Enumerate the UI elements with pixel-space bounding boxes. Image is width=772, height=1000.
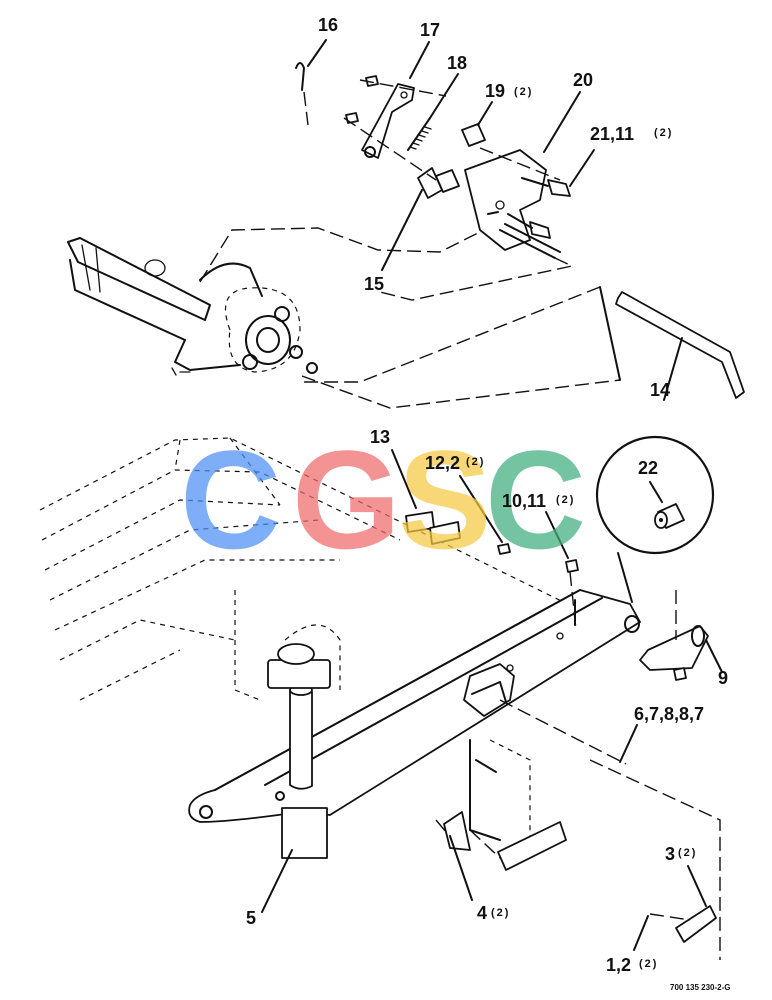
shaft-14	[615, 291, 745, 399]
callout-1-2-qty: (2)	[639, 958, 658, 970]
leader-lines	[261, 39, 723, 951]
pivot-block	[463, 663, 515, 717]
watermark-letter-s: S	[398, 421, 491, 578]
callout-10-11: 10,11	[502, 491, 546, 511]
drawing-reference-number: 700 135 230-2-G	[670, 983, 731, 992]
callout-21-11-qty: (2)	[654, 127, 673, 139]
clip-3	[675, 905, 717, 943]
spring-18	[407, 117, 432, 151]
callout-12-2-qty: (2)	[466, 456, 485, 468]
callout-4-qty: (2)	[491, 907, 510, 919]
callout-15: 15	[364, 274, 384, 294]
callout-3: 3	[665, 844, 675, 864]
bracket-4	[443, 811, 567, 871]
callout-21-11: 21,11	[590, 124, 634, 144]
bottom-assembly	[39, 435, 721, 960]
pin-15	[417, 167, 443, 199]
callout-5: 5	[246, 908, 256, 928]
callout-6-7-8-8-7: 6,7,8,8,7	[634, 704, 704, 724]
plates-13	[405, 511, 461, 545]
swing-arm-5	[188, 589, 641, 859]
callout-19: 19	[485, 81, 505, 101]
callout-9: 9	[718, 668, 728, 688]
callout-14: 14	[650, 380, 670, 400]
bracket-9	[639, 625, 709, 681]
cotter-pin-16	[295, 62, 305, 91]
callout-17: 17	[420, 20, 440, 40]
callout-12-2: 12,2	[425, 453, 460, 473]
callout-16: 16	[318, 15, 338, 35]
callout-22: 22	[638, 458, 658, 478]
gearbox-housing	[67, 237, 318, 376]
cgsc-watermark: C G S C	[180, 421, 586, 578]
top-assembly	[67, 62, 745, 409]
bracket-17	[361, 83, 415, 159]
callout-1-2: 1,2	[606, 955, 631, 975]
post-mount	[267, 643, 331, 689]
callout-labels: 16 17 18 19 (2) 20 21,11 (2) 15 14 13 12…	[246, 15, 731, 992]
watermark-letter-g: G	[292, 421, 401, 578]
bolt-21	[507, 177, 571, 239]
callout-20: 20	[573, 70, 593, 90]
watermark-letter-c1: C	[180, 421, 281, 578]
detail-circle-22	[595, 435, 715, 603]
callout-4: 4	[477, 903, 487, 923]
callout-10-11-qty: (2)	[556, 494, 575, 506]
callout-19-qty: (2)	[514, 86, 533, 98]
plate-20	[464, 149, 561, 259]
callout-3-qty: (2)	[678, 847, 697, 859]
callout-13: 13	[370, 427, 390, 447]
watermark-letter-c2: C	[485, 421, 586, 578]
callout-18: 18	[447, 53, 467, 73]
